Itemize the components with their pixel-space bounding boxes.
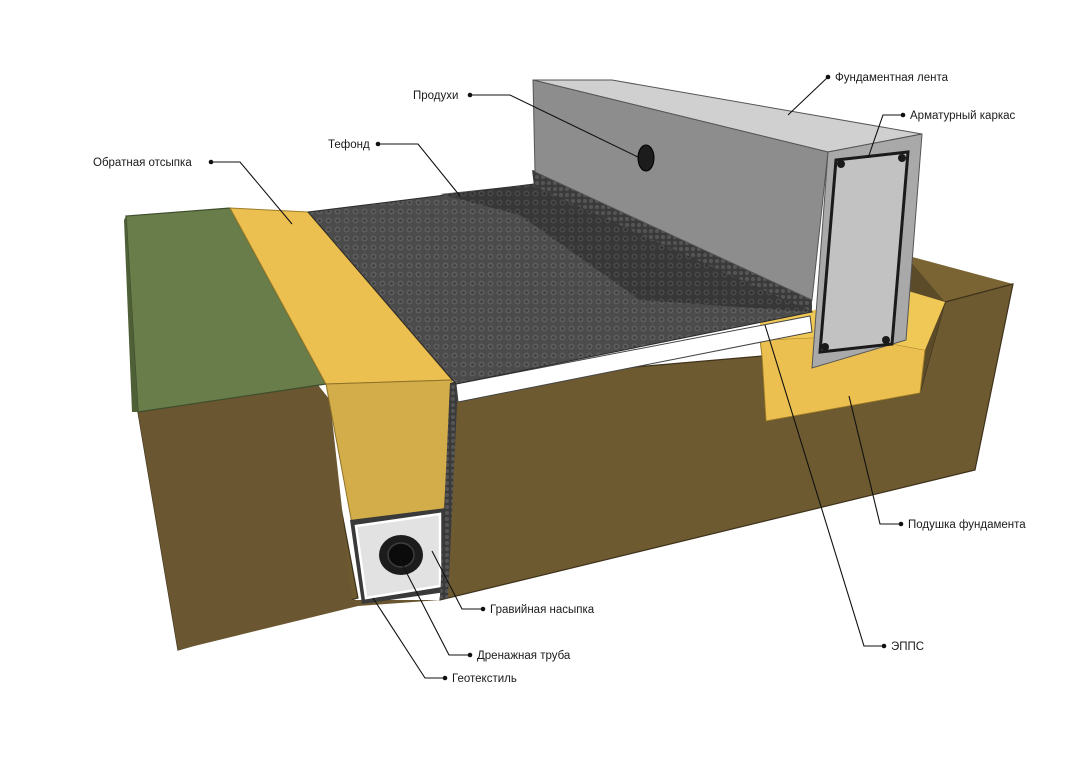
grass-edge bbox=[124, 216, 138, 412]
leader-dot bbox=[208, 159, 214, 165]
label-foundation-cushion: Подушка фундамента bbox=[908, 519, 1026, 531]
label-backfill: Обратная отсыпка bbox=[93, 157, 192, 169]
tefond-shadow bbox=[440, 184, 812, 312]
label-tefond: Тефонд bbox=[328, 139, 370, 151]
leader-dot bbox=[881, 643, 887, 649]
leader-vents bbox=[470, 94, 641, 159]
leader-dot bbox=[480, 606, 486, 612]
tefond-upturn bbox=[532, 170, 812, 312]
leader-drain-pipe bbox=[399, 559, 470, 656]
label-drain-pipe: Дренажная труба bbox=[477, 650, 571, 662]
vent-hole bbox=[637, 144, 655, 172]
labels: Фундаментная лента Арматурный каркас Про… bbox=[93, 72, 1026, 685]
leader-dot bbox=[898, 521, 904, 527]
label-foundation-strip: Фундаментная лента bbox=[835, 72, 949, 84]
tefond-membrane bbox=[307, 170, 814, 385]
epps-front bbox=[455, 315, 813, 403]
soil-bottom bbox=[138, 385, 445, 650]
label-epps: ЭППС bbox=[891, 641, 924, 653]
label-rebar-cage: Арматурный каркас bbox=[910, 110, 1016, 122]
leader-dot bbox=[467, 652, 473, 658]
leader-dot bbox=[825, 74, 831, 80]
rebar-bar bbox=[898, 154, 906, 162]
leader-backfill bbox=[211, 161, 293, 225]
rebar-bar bbox=[821, 343, 829, 351]
leader-dot bbox=[442, 675, 448, 681]
drain-pipe-inner bbox=[387, 542, 415, 568]
foundation-long-face bbox=[532, 79, 829, 301]
leader-dot bbox=[467, 92, 473, 98]
leader-foundation-cushion bbox=[848, 395, 901, 525]
soil-block bbox=[124, 207, 1014, 651]
rebar-bar bbox=[837, 160, 845, 168]
rebar-bar bbox=[882, 336, 890, 344]
leader-foundation-strip bbox=[787, 76, 829, 116]
label-gravel-fill: Гравийная насыпка bbox=[490, 604, 595, 616]
leader-epps bbox=[764, 324, 884, 647]
rebar-cage bbox=[818, 150, 910, 354]
backfill-front bbox=[325, 379, 453, 525]
foundation-strip bbox=[532, 79, 923, 369]
leader-dot bbox=[375, 141, 381, 147]
trench-membrane bbox=[440, 383, 458, 600]
leader-geotextile bbox=[372, 597, 445, 679]
backfill-sand bbox=[229, 207, 454, 525]
leader-rebar-cage bbox=[867, 114, 903, 159]
leader-tefond bbox=[378, 143, 461, 197]
leader-lines bbox=[208, 74, 906, 681]
leader-dot bbox=[900, 112, 906, 118]
gravel-box bbox=[350, 508, 446, 604]
label-vents: Продухи bbox=[413, 90, 458, 102]
leader-gravel-fill bbox=[431, 550, 483, 610]
label-geotextile: Геотекстиль bbox=[452, 673, 517, 685]
epps-board bbox=[455, 315, 813, 403]
